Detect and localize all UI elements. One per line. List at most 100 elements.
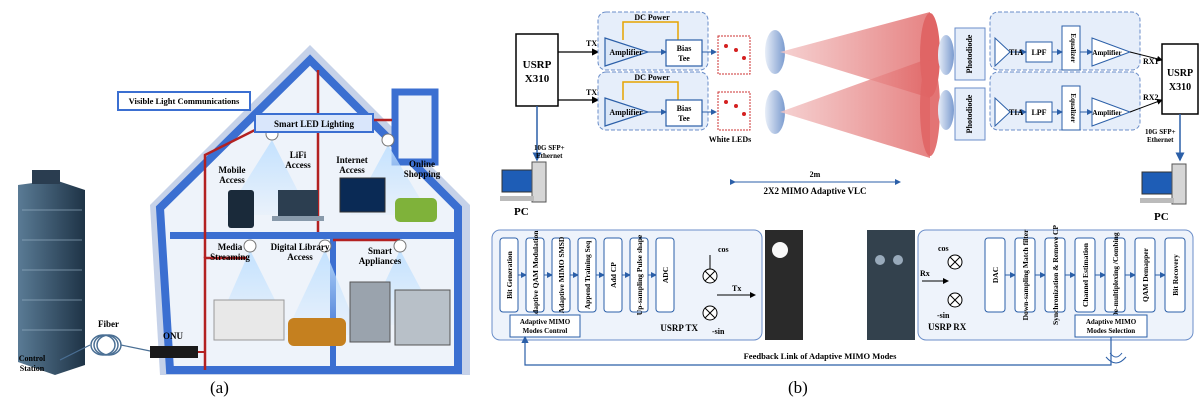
pc-right-icon	[1140, 163, 1187, 205]
rx-chain	[989, 11, 1141, 131]
distance-label: 2m	[810, 170, 821, 179]
smart-led-label: Smart LED Lighting	[274, 119, 355, 129]
sofa-icon	[288, 318, 346, 346]
bias-tee-label-4: Tee	[678, 114, 690, 123]
rx-amplifier-label: Amplifier	[1092, 49, 1121, 57]
cos-label: cos	[718, 245, 729, 254]
modes-control-box	[509, 314, 581, 338]
mimo-vlc-label: 2X2 MIMO Adaptive VLC	[763, 186, 866, 196]
armchair-icon	[395, 198, 437, 222]
rx-block-label-4: De-multiplexing /Combing	[1111, 232, 1120, 317]
sin-label: -sin	[712, 327, 725, 336]
rx-photo	[867, 230, 915, 340]
pc-right-label: PC	[1154, 211, 1169, 223]
modes-control-label: Adaptive MIMO	[520, 318, 571, 326]
house	[150, 45, 470, 375]
white-leds-label: White LEDs	[709, 135, 751, 144]
tx1-label: TX1	[586, 39, 601, 48]
laptop-icon	[278, 190, 318, 216]
photodiode-label-2: Photodiode	[965, 94, 974, 133]
control-station-icon	[18, 170, 85, 375]
amplifier-label-2: Amplifier	[609, 108, 643, 117]
library-label: Digital Library	[271, 242, 330, 252]
online-label: Online	[409, 159, 435, 169]
amplifier-label: Amplifier	[609, 48, 643, 57]
tx-block-label-0: Bit Generation	[505, 250, 514, 299]
photodiode-2	[954, 87, 986, 141]
sfp-left-label: 10G SFP+	[534, 144, 565, 152]
panel-b-vlc-system-diagram: USRP X310 TX1 TX2 DC Power Amplifier Bia…	[480, 0, 1199, 380]
usrp-left-label-2: X310	[525, 73, 550, 85]
smart-appliance-label: Smart	[368, 246, 392, 256]
optical-channel	[765, 12, 954, 158]
bias-tee-label-3: Bias	[677, 104, 692, 113]
dc-power-label: DC Power	[634, 13, 670, 22]
photodiode-label: Photodiode	[965, 34, 974, 73]
smart-appliance-label-2: Appliances	[359, 256, 402, 266]
rx-block-label-0: DAC	[991, 267, 1000, 283]
tv-stand-icon	[213, 299, 285, 341]
internet-label: Internet	[336, 155, 368, 165]
rx-cos-label: cos	[938, 244, 949, 253]
lpf-label-2: LPF	[1031, 108, 1046, 117]
panel-a-smart-home-illustration: Visible Light Communications Smart LED L…	[0, 0, 475, 380]
mobile-label-2: Access	[219, 175, 245, 185]
sfp-right-label: 10G SFP+	[1145, 128, 1176, 136]
tia-label: TIA	[1009, 48, 1023, 57]
onu-label: ONU	[163, 331, 184, 341]
onu-icon	[150, 346, 198, 358]
tx-block-6	[655, 237, 675, 313]
rx-amplifier-label-2: Amplifier	[1092, 109, 1121, 117]
tia-label-2: TIA	[1009, 108, 1023, 117]
modes-selection-label-2: Modes Selection	[1087, 327, 1136, 335]
rx-label: Rx	[920, 269, 930, 278]
feedback-label: Feedback Link of Adaptive MIMO Modes	[744, 351, 897, 361]
rx2-label: RX2	[1143, 93, 1159, 102]
tx-chain-2	[597, 71, 717, 131]
tx-block-label-5: Up-sampling Pulse shape	[635, 234, 644, 315]
rx-block-label-5: QAM Demapper	[1141, 247, 1150, 302]
tx-label: Tx	[732, 284, 741, 293]
sfp-left-label-2: Ethernet	[536, 152, 563, 160]
usrp-left-label: USRP	[523, 59, 552, 71]
equalizer-label: Equalizer	[1069, 33, 1077, 62]
usrp-right-label-2: X310	[1169, 82, 1191, 93]
photodiode-1	[954, 27, 986, 81]
equalizer-label-2: Equalizer	[1069, 93, 1077, 122]
control-label-2: Station	[20, 364, 45, 373]
tx2-label: TX2	[586, 88, 601, 97]
media-label: Media	[218, 242, 243, 252]
control-label: Control	[19, 354, 46, 363]
rx-block-6	[1164, 237, 1186, 313]
fiber-coil-icon	[90, 334, 122, 356]
usrp-tx-label: USRP TX	[660, 323, 698, 333]
led-array-icon	[717, 35, 751, 131]
media-label-2: Streaming	[210, 252, 250, 262]
usrp-rx-label: USRP RX	[928, 322, 967, 332]
caption-a: (a)	[210, 378, 229, 397]
monitor-icon	[339, 177, 386, 213]
bias-tee-label-2: Tee	[678, 54, 690, 63]
phone-icon	[228, 190, 254, 228]
fiber-label: Fiber	[98, 319, 119, 329]
bias-tee-label: Bias	[677, 44, 692, 53]
tx-block-label-2: Adaptive MIMO SMSD	[557, 236, 566, 313]
sfp-right-label-2: Ethernet	[1147, 136, 1174, 144]
library-label-2: Access	[287, 252, 313, 262]
tx-block-label-1: Adaptive QAM Modulation	[531, 230, 540, 320]
usrp-right-label: USRP	[1167, 68, 1193, 79]
dc-power-label-2: DC Power	[634, 73, 670, 82]
usrp-left-box	[515, 33, 559, 107]
pc-left-icon	[500, 161, 547, 203]
appliance-icon	[349, 281, 391, 343]
online-label-2: Shopping	[404, 169, 441, 179]
modes-control-label-2: Modes Control	[523, 327, 568, 335]
tx-chain-1	[597, 11, 717, 71]
usrp-right-box	[1161, 43, 1199, 115]
tx-block-group: Bit Generation Adaptive QAM Modulation Ada…	[499, 230, 675, 320]
vlc-label: Visible Light Communications	[129, 96, 240, 106]
lpf-label: LPF	[1031, 48, 1046, 57]
modes-selection-label: Adaptive MIMO	[1086, 318, 1137, 326]
internet-label-2: Access	[339, 165, 365, 175]
